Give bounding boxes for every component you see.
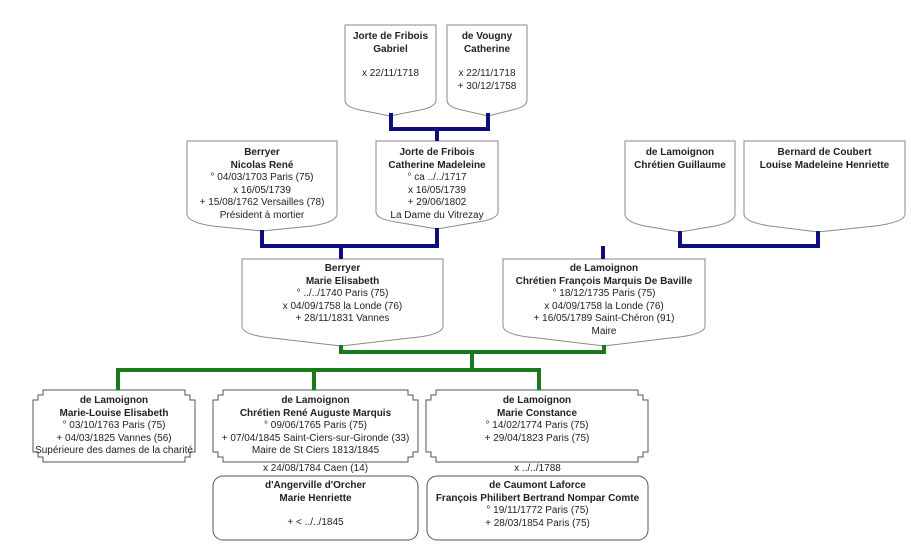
- detail-line: [213, 505, 418, 517]
- occupation-line: Président à mortier: [219, 209, 305, 221]
- surname: de Lamoignon: [569, 263, 639, 274]
- detail-line: [345, 56, 436, 68]
- title-line: La Dame du Vitrezay: [390, 209, 484, 221]
- marriage-line: x 04/09/1758 la Londe (76): [282, 300, 403, 312]
- given-name: Chrétien François Marquis De Baville: [515, 275, 693, 287]
- box-shape-catherine-madeleine: [375, 140, 499, 230]
- occupation-line: Maire: [591, 325, 617, 337]
- surname: Berryer: [324, 263, 361, 274]
- death-line: + 16/05/1789 Saint-Chéron (91): [533, 313, 675, 324]
- person-d-angerville-d-orcher-marie-henriette[interactable]: d'Angerville d'Orcher Marie Henriette + …: [213, 476, 418, 530]
- given-name: Chrétien Guillaume: [634, 159, 726, 171]
- detail-line: + 30/12/1758: [457, 80, 517, 92]
- box-shape-louise-madeleine: [743, 140, 906, 233]
- marriage-label-chretien-rene: x 24/08/1784 Caen (14): [262, 463, 369, 474]
- birth-line: ° 09/06/1765 Paris (75): [264, 420, 367, 431]
- marriage-line: x 16/05/1739: [408, 184, 466, 196]
- box-shape-marie-constance: [425, 389, 649, 463]
- given-name: Louise Madeleine Henriette: [759, 159, 890, 171]
- person-de-lamoignon-chretien-rene-auguste[interactable]: de Lamoignon Chrétien René Auguste Marqu…: [213, 390, 418, 458]
- birth-line: ° 14/02/1774 Paris (75): [485, 420, 589, 431]
- surname: de Lamoignon: [502, 395, 572, 406]
- given-name: Catherine Madeleine: [388, 159, 486, 171]
- surname: de Lamoignon: [79, 395, 149, 406]
- given-name: Marie Constance: [496, 407, 578, 419]
- occupation-line: Supérieure des dames de la charité: [35, 445, 193, 456]
- detail-line: [447, 56, 527, 68]
- link-children: [116, 368, 541, 390]
- given-name: François Philibert Bertrand Nompar Comte: [435, 492, 640, 504]
- given-name: Gabriel: [373, 43, 408, 55]
- detail-line: x 22/11/1718: [361, 68, 420, 79]
- box-shape-caumont: [426, 475, 649, 541]
- death-line: + 15/08/1762 Versailles (78): [199, 197, 325, 208]
- birth-line: ° 04/03/1703 Paris (75): [210, 172, 314, 183]
- death-line: + 07/04/1845 Saint-Ciers-sur-Gironde (33…: [221, 432, 410, 444]
- occupation-line: Maire de St Ciers 1813/1845: [251, 445, 380, 456]
- person-de-lamoignon-marie-constance[interactable]: de Lamoignon Marie Constance ° 14/02/177…: [426, 390, 648, 445]
- birth-line: ° 19/11/1772 Paris (75): [486, 505, 589, 516]
- marriage-label-marie-constance: x ../../1788: [514, 463, 561, 474]
- person-bernard-de-coubert-louise-madeleine-henriette[interactable]: Bernard de Coubert Louise Madeleine Henr…: [744, 141, 905, 172]
- birth-line: ° 03/10/1763 Paris (75): [62, 420, 166, 431]
- box-shape-angerville: [212, 475, 419, 541]
- person-jorte-de-fribois-gabriel[interactable]: Jorte de Fribois Gabriel x 22/11/1718: [345, 25, 436, 81]
- link-gen2-right: [601, 231, 820, 259]
- marriage-line: x 16/05/1739: [233, 184, 291, 196]
- surname: Bernard de Coubert: [777, 147, 872, 158]
- box-shape-gabriel: [344, 24, 437, 117]
- death-line: + 04/03/1825 Vannes (56): [56, 432, 172, 444]
- box-shape-nicolas: [186, 140, 338, 232]
- detail-line: x 22/11/1718: [458, 68, 516, 79]
- given-name: Nicolas René: [230, 159, 294, 171]
- link-gen2-left: [260, 228, 439, 259]
- given-name: Marie Henriette: [279, 492, 352, 504]
- box-shape-chretien-francois: [502, 258, 706, 347]
- person-de-vougny-catherine[interactable]: de Vougny Catherine x 22/11/1718 + 30/12…: [447, 25, 527, 93]
- given-name: Marie Elisabeth: [305, 275, 380, 287]
- box-shape-marie-elisabeth: [241, 258, 444, 347]
- given-name: Chrétien René Auguste Marquis: [239, 407, 392, 419]
- death-line: + < ../../1845: [287, 517, 344, 528]
- death-line: + 29/06/1802: [407, 197, 467, 208]
- box-shape-chretien-guillaume: [624, 140, 736, 233]
- surname: de Lamoignon: [645, 147, 715, 158]
- box-shape-chretien-rene: [212, 389, 419, 463]
- link-couple: [339, 345, 606, 370]
- surname: de Lamoignon: [281, 395, 350, 406]
- person-de-caumont-laforce-francois-philibert[interactable]: de Caumont Laforce François Philibert Be…: [427, 476, 648, 530]
- surname: de Vougny: [461, 31, 513, 42]
- death-line: + 28/03/1854 Paris (75): [485, 517, 590, 529]
- given-name: Catherine: [463, 43, 511, 55]
- death-line: + 28/11/1831 Vannes: [295, 313, 390, 324]
- person-de-lamoignon-chretien-guillaume[interactable]: de Lamoignon Chrétien Guillaume: [625, 141, 735, 172]
- box-shape-marie-louise: [32, 389, 196, 463]
- marriage-line: x 04/09/1758 la Londe (76): [544, 300, 664, 312]
- surname: d'Angerville d'Orcher: [265, 480, 366, 491]
- surname: de Caumont Laforce: [489, 480, 586, 491]
- birth-line: ° 18/12/1735 Paris (75): [552, 288, 656, 299]
- surname: Berryer: [244, 147, 280, 158]
- person-berryer-marie-elisabeth[interactable]: Berryer Marie Elisabeth ° ../../1740 Par…: [242, 259, 443, 326]
- death-line: + 29/04/1823 Paris (75): [484, 432, 590, 444]
- person-jorte-de-fribois-catherine-madeleine[interactable]: Jorte de Fribois Catherine Madeleine ° c…: [376, 141, 498, 222]
- surname: Jorte de Fribois: [352, 31, 428, 42]
- birth-line: ° ca ../../1717: [407, 172, 467, 183]
- person-de-lamoignon-marie-louise-elisabeth[interactable]: de Lamoignon Marie-Louise Elisabeth ° 03…: [33, 390, 195, 458]
- given-name: Marie-Louise Elisabeth: [59, 407, 169, 419]
- person-de-lamoignon-chretien-francois[interactable]: de Lamoignon Chrétien François Marquis D…: [503, 259, 705, 338]
- birth-line: ° ../../1740 Paris (75): [296, 288, 389, 299]
- person-berryer-nicolas-rene[interactable]: Berryer Nicolas René ° 04/03/1703 Paris …: [187, 141, 337, 222]
- surname: Jorte de Fribois: [399, 147, 475, 158]
- link-gen1: [389, 113, 490, 141]
- box-shape-vougny: [446, 24, 528, 117]
